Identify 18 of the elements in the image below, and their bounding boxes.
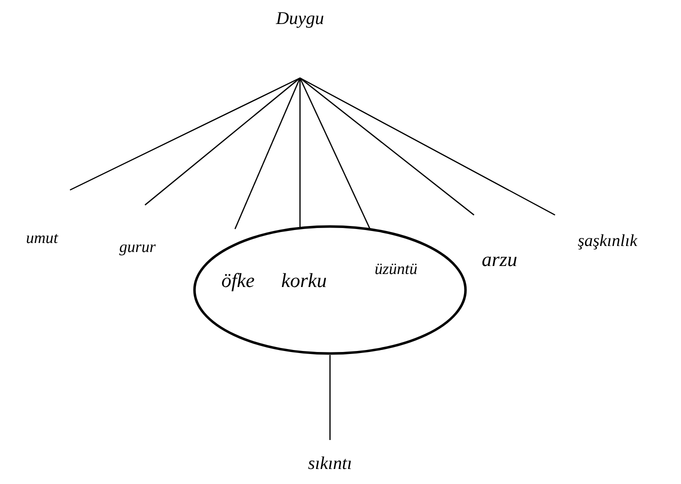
word-label: sıkıntı <box>297 440 363 474</box>
connector-line <box>70 77 300 191</box>
word-label: öfke <box>212 229 264 293</box>
word-label: gurur <box>110 205 165 257</box>
word-label: korku <box>272 229 336 293</box>
connector-line <box>300 77 556 216</box>
word-label: üzüntü <box>365 229 427 279</box>
word-label: Duygu <box>265 8 335 78</box>
connector-line <box>299 78 301 229</box>
word-label: şaşkınlık <box>545 215 670 251</box>
connector-line <box>300 78 474 216</box>
connector-line <box>299 78 371 230</box>
word-label: arzu <box>472 215 527 272</box>
word-label: umut <box>12 190 72 248</box>
connector-line <box>234 78 301 230</box>
connector-line <box>329 355 331 440</box>
connector-line <box>144 78 300 206</box>
ellipse-outline <box>193 225 467 355</box>
